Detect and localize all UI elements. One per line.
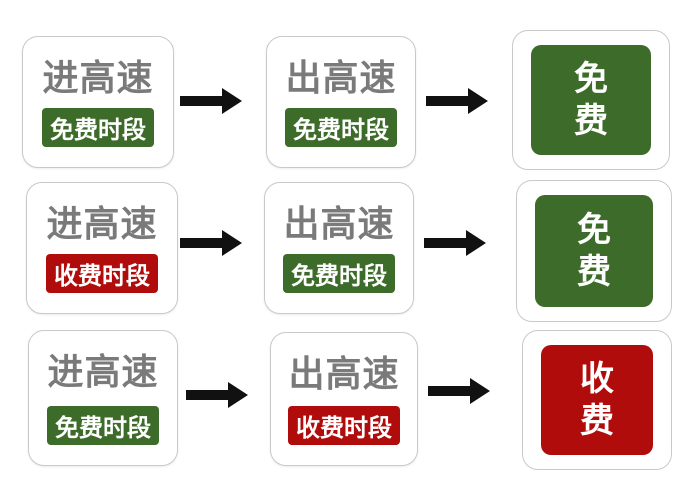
row1-result-char2: 费: [574, 101, 608, 141]
row2-result-card: 免 费: [516, 180, 672, 322]
row3-result-char2: 费: [580, 401, 614, 441]
row2-entry-title: 进高速: [46, 204, 158, 245]
row2-arrow2-icon: [424, 230, 486, 256]
row1-result-card: 免 费: [512, 30, 670, 170]
row3-result-char1: 收: [580, 359, 614, 399]
row2-arrow1-icon: [180, 230, 242, 256]
row3-entry-title: 进高速: [47, 352, 159, 393]
row2-exit-title: 出高速: [283, 204, 395, 245]
row1-entry-card: 进高速 免费时段: [22, 36, 174, 168]
row2-result-char2: 费: [577, 252, 611, 292]
row3-entry-card: 进高速 免费时段: [28, 330, 178, 466]
row1-entry-badge: 免费时段: [42, 108, 154, 147]
row1-result-char1: 免: [574, 59, 608, 99]
row1-exit-card: 出高速 免费时段: [266, 36, 416, 168]
row3-result-tile: 收 费: [541, 345, 653, 455]
row2-result-tile: 免 费: [535, 195, 653, 307]
row1-exit-badge: 免费时段: [285, 108, 397, 147]
row3-result-card: 收 费: [522, 330, 672, 470]
row3-exit-title: 出高速: [288, 354, 400, 395]
row3-exit-badge: 收费时段: [288, 406, 400, 445]
row2-exit-card: 出高速 免费时段: [264, 182, 414, 314]
row3-entry-badge: 免费时段: [47, 406, 159, 445]
row3-arrow2-icon: [428, 378, 490, 404]
row1-result-tile: 免 费: [531, 45, 651, 155]
row1-entry-title: 进高速: [42, 58, 154, 99]
row1-exit-title: 出高速: [285, 58, 397, 99]
row2-result-char1: 免: [577, 210, 611, 250]
row2-entry-card: 进高速 收费时段: [26, 182, 178, 314]
row3-arrow1-icon: [186, 382, 248, 408]
row2-entry-badge: 收费时段: [46, 254, 158, 293]
row1-arrow2-icon: [426, 88, 488, 114]
row1-arrow1-icon: [180, 88, 242, 114]
row3-exit-card: 出高速 收费时段: [270, 332, 418, 466]
row2-exit-badge: 免费时段: [283, 254, 395, 293]
